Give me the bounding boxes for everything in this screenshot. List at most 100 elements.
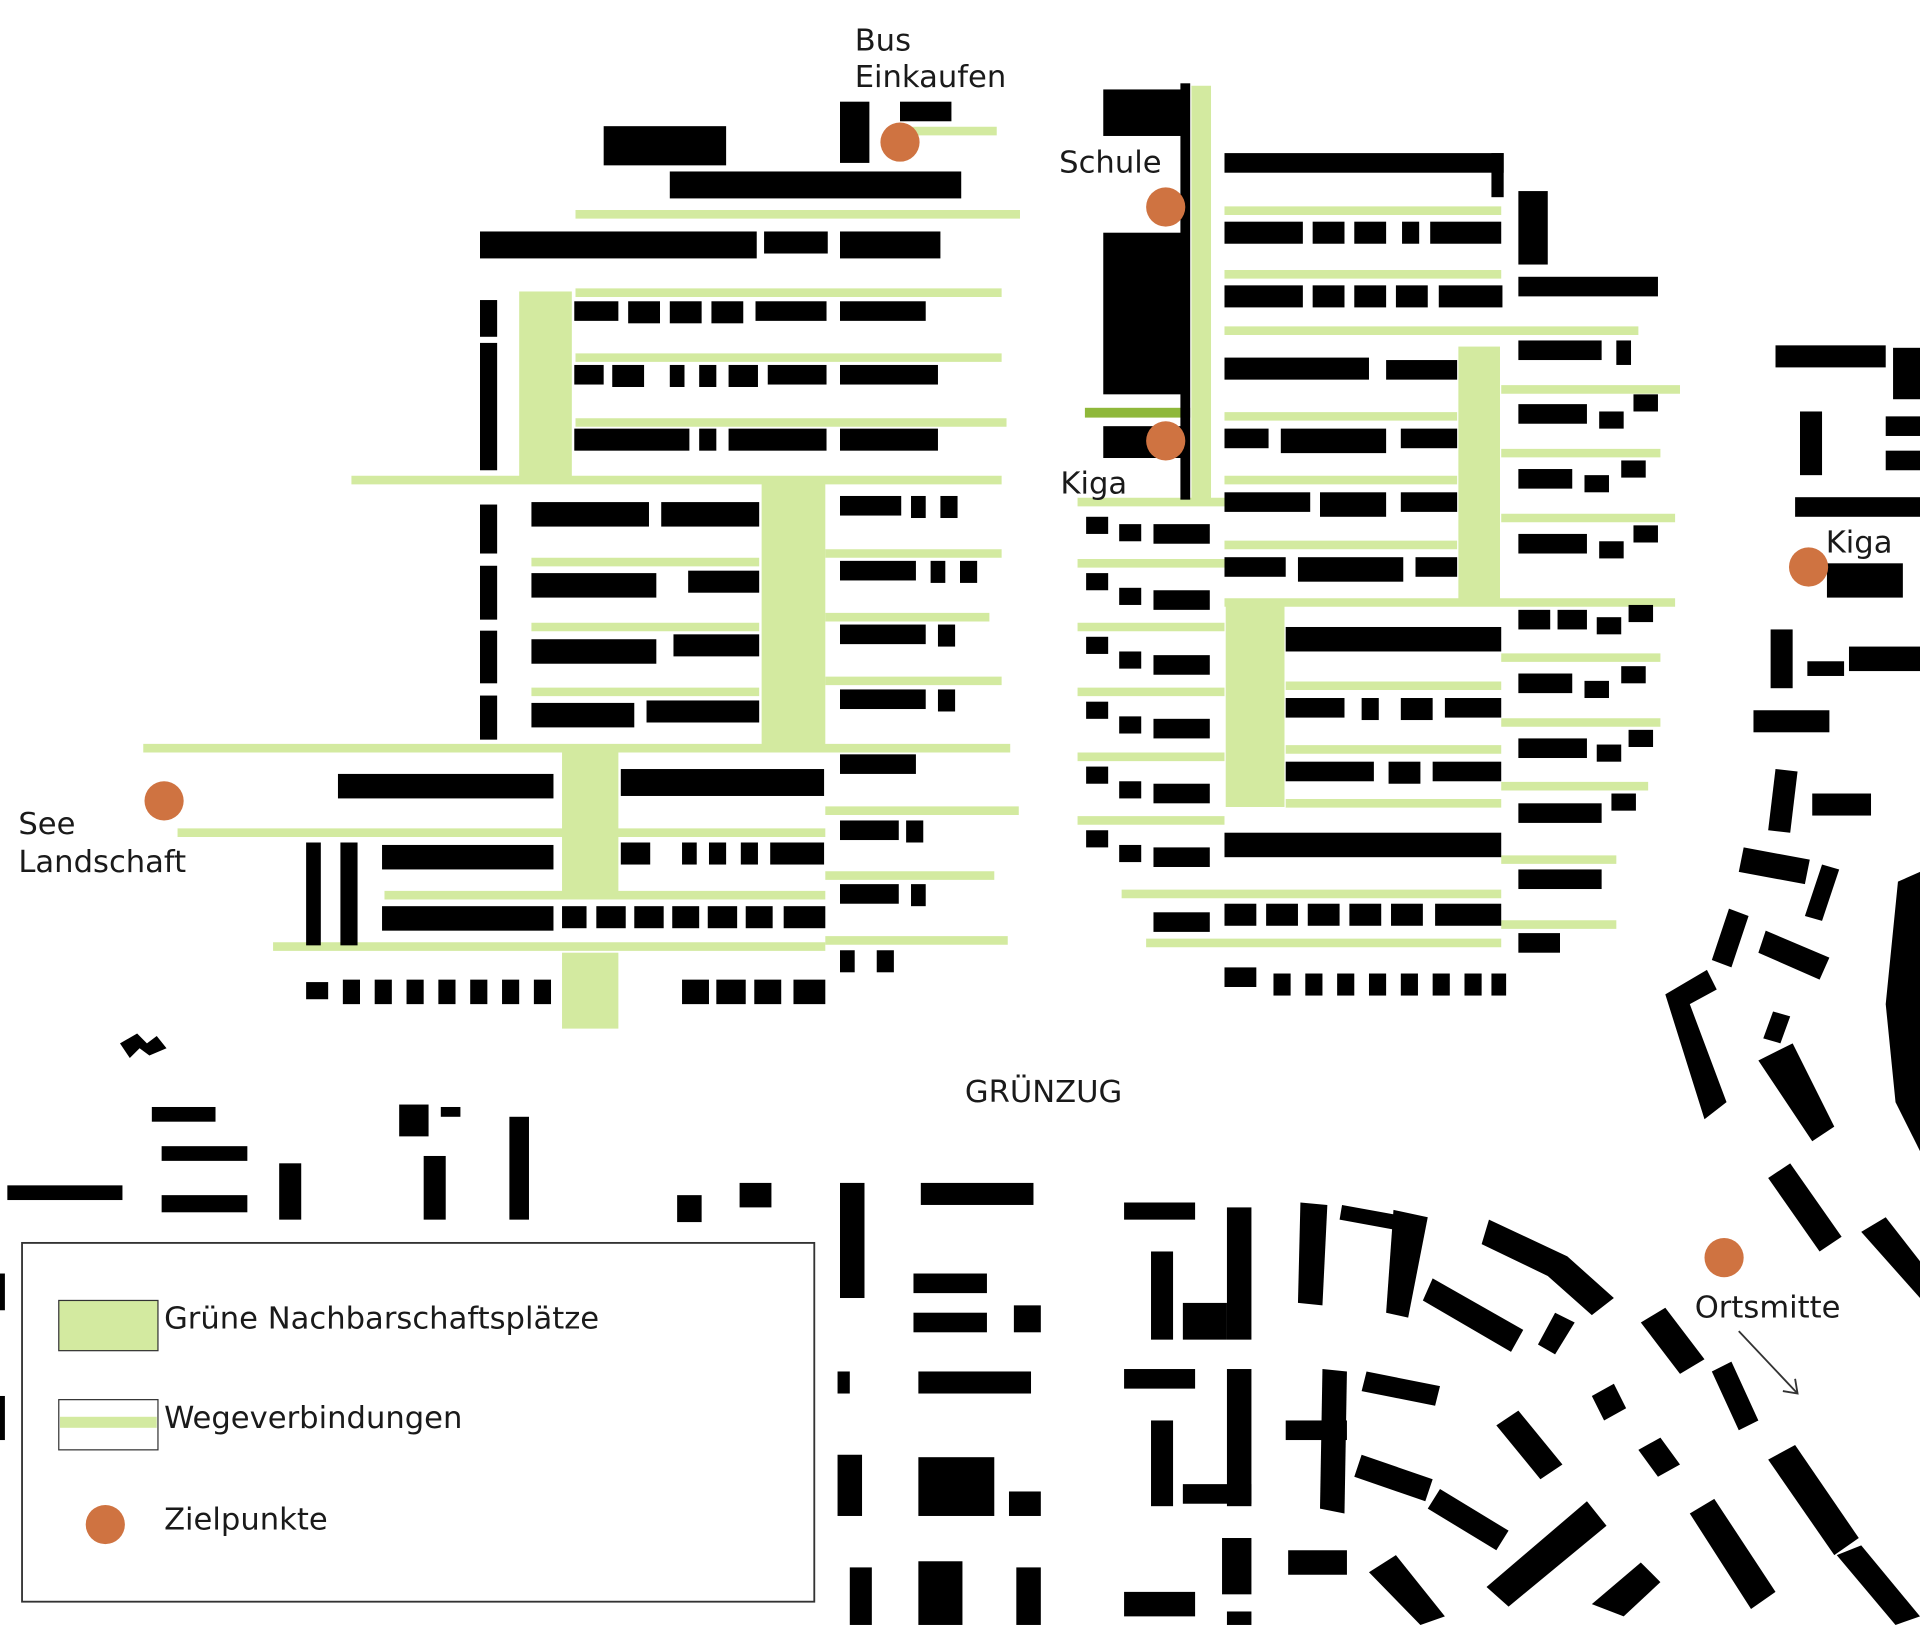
building (382, 906, 554, 931)
target-dot-kiga-right (1788, 547, 1829, 587)
building (342, 979, 360, 1005)
building (1444, 698, 1502, 718)
building (1518, 533, 1587, 554)
building (1354, 1454, 1433, 1502)
building (1848, 646, 1920, 672)
building (1224, 967, 1257, 987)
building (1885, 416, 1920, 436)
building (161, 1195, 248, 1213)
building (728, 364, 758, 387)
green-space (562, 952, 619, 1029)
building (1119, 844, 1142, 863)
building (1464, 973, 1482, 996)
building (1518, 469, 1573, 489)
arrow-icon (1738, 1330, 1799, 1395)
building (1103, 232, 1189, 395)
green-spaces (519, 85, 1500, 1029)
building (1339, 1204, 1396, 1230)
building (620, 842, 651, 865)
building (673, 634, 760, 657)
building (1591, 1383, 1627, 1421)
building (699, 364, 717, 387)
label-landschaft: Landschaft (18, 845, 186, 880)
building (1224, 492, 1311, 512)
building (1386, 1209, 1428, 1318)
building (1481, 1219, 1614, 1316)
building (1226, 1207, 1252, 1340)
building (840, 301, 926, 321)
building (1518, 191, 1548, 265)
building (1016, 1567, 1041, 1625)
building (960, 560, 978, 583)
building (1557, 609, 1587, 630)
building (1400, 492, 1458, 512)
building (1224, 357, 1369, 380)
building (1119, 524, 1142, 542)
building (1119, 716, 1142, 734)
building (1807, 661, 1845, 676)
label-gruenzug: GRÜNZUG (965, 1073, 1122, 1110)
building (1337, 973, 1355, 996)
building (399, 1104, 429, 1137)
building (151, 1106, 216, 1122)
building (406, 979, 424, 1005)
building (1770, 629, 1793, 689)
building (531, 639, 657, 664)
building (1222, 1538, 1252, 1595)
building (840, 820, 899, 841)
building (1537, 1312, 1575, 1355)
green-space (1225, 606, 1285, 807)
label-see: See (18, 807, 75, 842)
building (1086, 766, 1109, 784)
building (120, 1033, 167, 1059)
building (1633, 394, 1658, 412)
label-ortsmitte: Ortsmitte (1695, 1291, 1841, 1326)
building (1584, 680, 1609, 699)
target-dot-kiga-center (1146, 421, 1186, 461)
building (1438, 285, 1503, 308)
building (1086, 516, 1109, 534)
building (728, 428, 827, 451)
building (1430, 221, 1502, 244)
building (1496, 1410, 1563, 1480)
building (1758, 930, 1830, 980)
building (1153, 847, 1210, 867)
building (1349, 903, 1382, 926)
building (1361, 1371, 1440, 1406)
building (837, 1371, 850, 1394)
building (1224, 153, 1504, 173)
building (716, 979, 746, 1005)
legend: Grüne Nachbarschaftsplätze Wegeverbindun… (21, 1241, 816, 1603)
building (438, 979, 456, 1005)
building (1368, 1555, 1445, 1625)
target-points (144, 122, 1829, 1278)
target-dot-schule (1146, 187, 1186, 227)
label-schule: Schule (1059, 146, 1161, 181)
building (1768, 1444, 1859, 1556)
building (937, 624, 956, 647)
building (1400, 698, 1433, 721)
building (764, 231, 828, 254)
building (1812, 793, 1872, 816)
building (840, 624, 926, 645)
building (1119, 587, 1142, 605)
building (1491, 153, 1504, 198)
building (1153, 912, 1210, 932)
building (1285, 761, 1374, 782)
building (1151, 1251, 1174, 1340)
building (1180, 83, 1191, 500)
building (699, 428, 717, 451)
building (480, 342, 498, 471)
building (1738, 847, 1810, 885)
building (1354, 285, 1387, 308)
building (1611, 793, 1636, 811)
building (480, 504, 498, 554)
target-dot-see (144, 781, 184, 821)
building (1640, 1307, 1705, 1374)
building (1224, 557, 1286, 577)
building (661, 502, 760, 527)
building (562, 906, 587, 929)
building (906, 820, 924, 843)
building (1591, 1562, 1661, 1617)
building (770, 842, 825, 865)
